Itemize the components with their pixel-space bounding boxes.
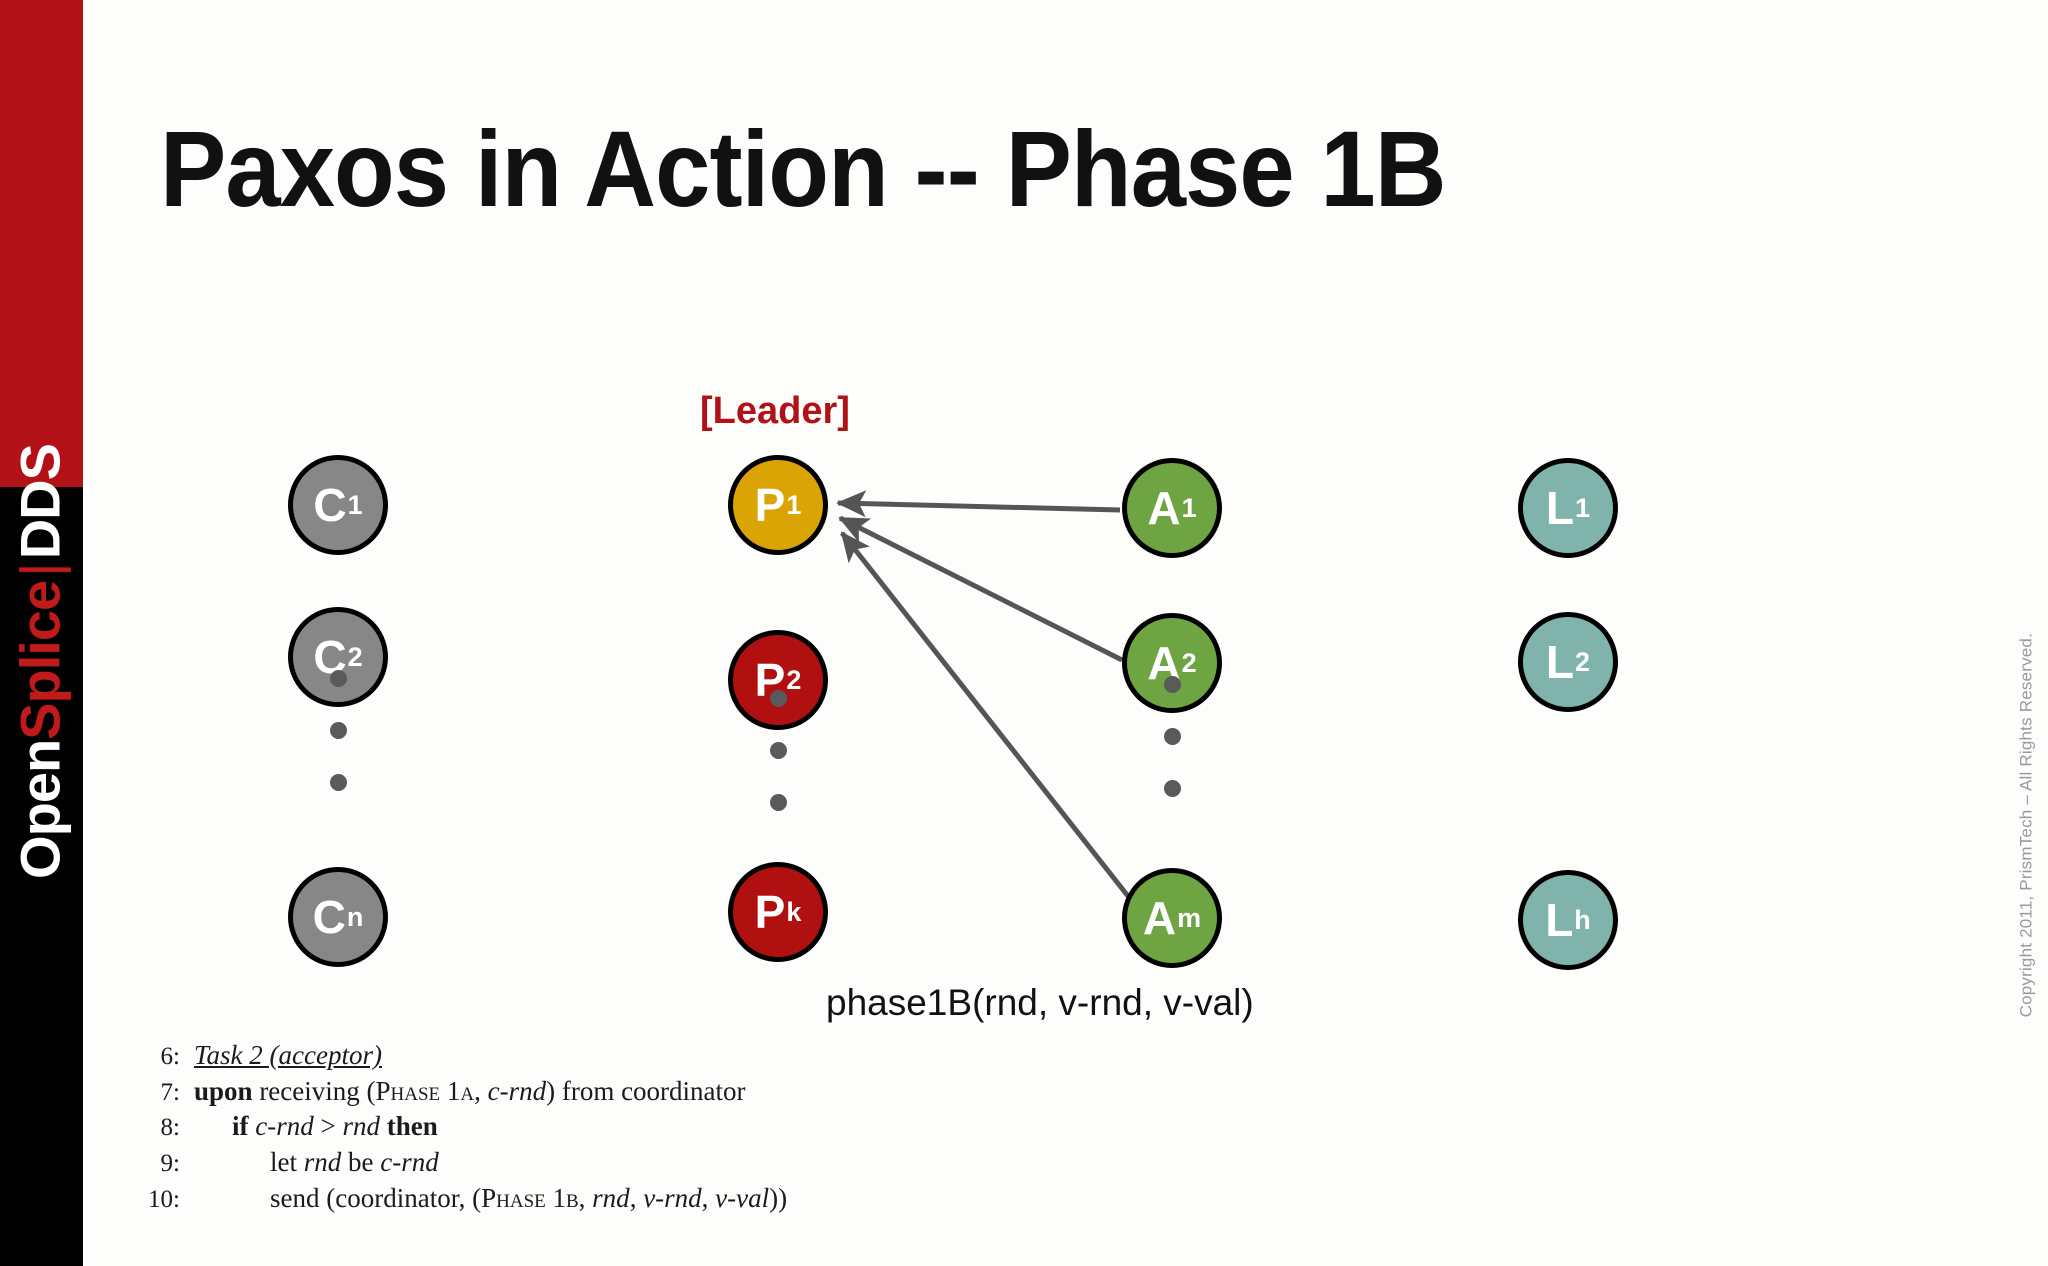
node-label: A <box>1147 482 1181 534</box>
rail-red-block <box>0 0 83 487</box>
node-label: C <box>313 479 347 531</box>
ellipsis-dot <box>330 774 347 791</box>
arrow-a1-to-p1 <box>836 490 1121 518</box>
arrow-a2-to-p1 <box>838 515 1124 663</box>
pseudocode-line: 9: let rnd be c-rnd <box>128 1145 787 1181</box>
node-subscript: 2 <box>786 664 802 695</box>
ellipsis-dot <box>330 670 347 687</box>
pseudocode-line-text: let rnd be c-rnd <box>270 1146 439 1177</box>
rail-black-block <box>0 487 83 1266</box>
pseudocode-line-number: 8: <box>160 1114 180 1142</box>
ellipsis-dot <box>330 722 347 739</box>
pseudocode-line: 10: send (coordinator, (Phase 1b, rnd, v-… <box>128 1181 787 1217</box>
node-subscript: 1 <box>347 489 363 520</box>
node-subscript: 2 <box>1575 646 1591 677</box>
node-label: L <box>1545 636 1575 688</box>
pseudocode-line-text: Task 2 (acceptor) <box>194 1040 382 1070</box>
node-label: A <box>1142 892 1177 944</box>
pseudocode-line-text: upon receiving (Phase 1a, c-rnd) from co… <box>194 1075 746 1106</box>
node-label: L <box>1545 894 1574 946</box>
node-subscript: m <box>1177 902 1202 933</box>
node-label: C <box>312 891 346 943</box>
ellipsis-dot <box>1164 780 1181 797</box>
pseudocode-block: 6: Task 2 (acceptor) 7: upon receiving (Pha… <box>128 1038 787 1216</box>
pseudocode-line-text: if c-rnd > rnd then <box>232 1111 438 1142</box>
leader-label: [Leader] <box>700 390 850 432</box>
node-subscript: k <box>786 896 802 927</box>
node-subscript: 1 <box>1181 492 1197 523</box>
node-subscript: 2 <box>1181 647 1197 678</box>
phase-caption: phase1B(rnd, v-rnd, v-val) <box>826 982 1254 1023</box>
node-label: P <box>754 479 786 531</box>
pseudocode-line: 8: if c-rnd > rnd then <box>128 1109 787 1145</box>
pseudocode-line-number: 7: <box>160 1078 180 1106</box>
node-subscript: 2 <box>347 641 363 672</box>
pseudocode-line: 7: upon receiving (Phase 1a, c-rnd) from … <box>128 1074 787 1110</box>
ellipsis-dot <box>1164 676 1181 693</box>
copyright-rail: Copyright 2011, PrismTech – All Rights R… <box>1994 0 2035 1266</box>
ellipsis-dot <box>770 742 787 759</box>
ellipsis-dot <box>770 794 787 811</box>
pseudocode-line: 6: Task 2 (acceptor) <box>128 1038 787 1074</box>
node-subscript: 1 <box>1575 492 1591 523</box>
ellipsis-dot <box>770 690 787 707</box>
node-subscript: n <box>346 901 364 932</box>
node-label: P <box>754 886 786 938</box>
pseudocode-line-number: 9: <box>160 1149 180 1177</box>
ellipsis-dot <box>1164 728 1181 745</box>
node-subscript: 1 <box>786 489 802 520</box>
node-label: L <box>1545 482 1575 534</box>
pseudocode-line-text: send (coordinator, (Phase 1b, rnd, v-rnd… <box>270 1182 788 1213</box>
pseudocode-line-number: 10: <box>148 1185 180 1213</box>
pseudocode-line-number: 6: <box>160 1043 180 1070</box>
page-title: Paxos in Action -- Phase 1B <box>160 108 1446 229</box>
arrow-am-to-p1 <box>840 531 1137 907</box>
node-subscript: h <box>1574 904 1591 935</box>
copyright-text: Copyright 2011, PrismTech – All Rights R… <box>2016 633 2035 1018</box>
